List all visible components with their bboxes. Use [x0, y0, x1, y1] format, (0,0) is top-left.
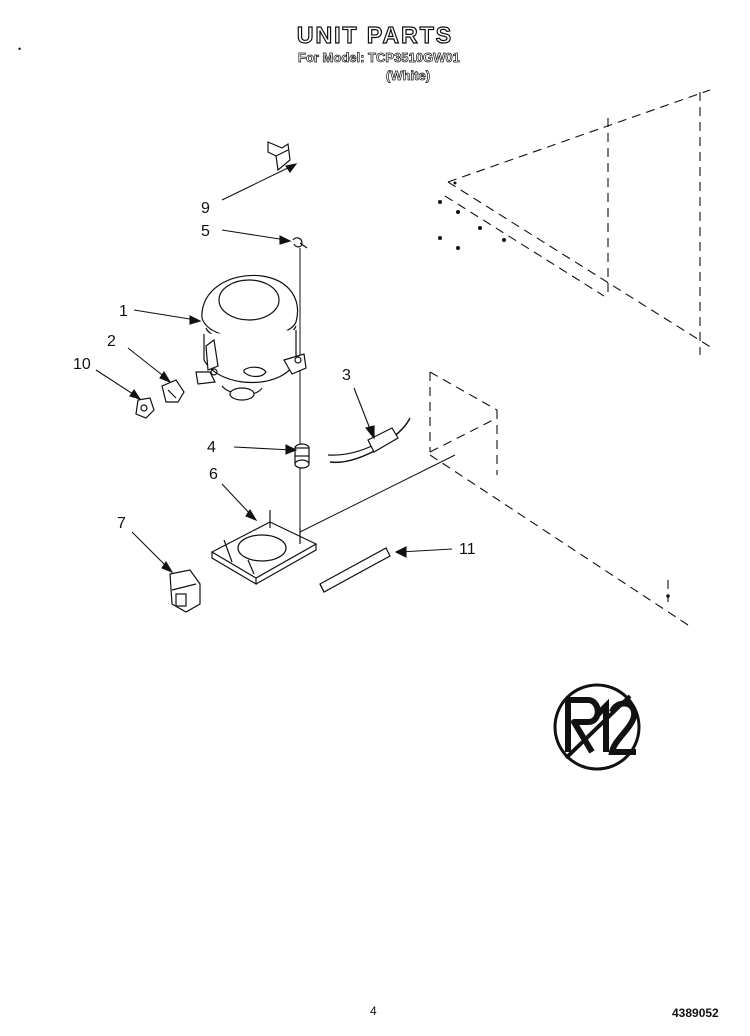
callout-label-9: 9: [201, 200, 210, 217]
grommet-part: [294, 443, 310, 469]
drier-tube-part: [327, 417, 411, 464]
compressor-base-part: [210, 510, 318, 586]
page-number: 4: [370, 1004, 377, 1018]
callout-label-2: 2: [107, 333, 116, 350]
compressor-part: [195, 274, 307, 401]
corner-mark: •: [18, 44, 22, 54]
relay-cap-part: [135, 397, 155, 419]
cabinet-outline-lower: [429, 371, 689, 626]
model-line: For Model: TCP3510GW01: [298, 50, 461, 66]
cabinet-outline-upper: [444, 89, 713, 355]
terminal-cover-part: [169, 569, 201, 613]
callout-label-5: 5: [201, 223, 210, 240]
document-number: 4389052: [672, 1006, 719, 1020]
callout-label-4: 4: [207, 439, 216, 456]
rail-part: [319, 547, 391, 593]
no-r12-icon: [553, 683, 641, 771]
color-line: (White): [386, 68, 431, 84]
rail-axis: [299, 454, 456, 533]
callout-label-6: 6: [209, 466, 218, 483]
page-title: UNIT PARTS: [296, 21, 454, 48]
callout-label-1: 1: [119, 303, 128, 320]
callout-label-11: 11: [459, 541, 476, 558]
callout-label-7: 7: [117, 515, 126, 532]
bracket-clip-part: [267, 141, 291, 172]
callout-labels: 9 5 1 2 10 3 4 6 7 11: [73, 200, 476, 558]
cabinet-screws: [438, 181, 506, 250]
clip-pin-part: [292, 237, 308, 249]
callout-label-3: 3: [342, 367, 351, 384]
callout-label-10: 10: [73, 356, 91, 373]
overload-relay-part: [161, 379, 185, 403]
leader-lines: [95, 163, 453, 574]
